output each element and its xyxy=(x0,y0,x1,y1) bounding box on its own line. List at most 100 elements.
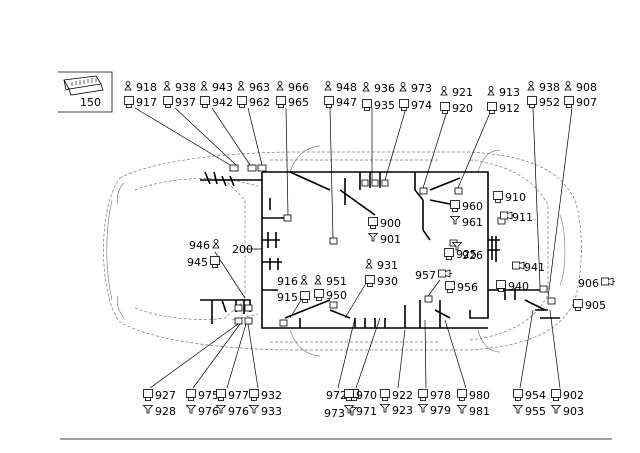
callout-number: 961 xyxy=(462,216,483,229)
connector-icon xyxy=(324,96,334,108)
callout-number: 957 xyxy=(415,269,436,282)
callout-950: 950 xyxy=(314,289,347,302)
callout-number: 960 xyxy=(462,200,483,213)
callout-943: 943 xyxy=(200,81,233,94)
callout-number: 915 xyxy=(277,291,298,304)
callout-917: 917 xyxy=(124,96,157,109)
ground-terminal-icon xyxy=(124,81,132,91)
ground-terminal-icon xyxy=(314,275,322,285)
callout-number: 913 xyxy=(499,86,520,99)
callout-980: 980 xyxy=(457,389,490,402)
callout-number: 901 xyxy=(380,233,401,246)
callout-number: 906 xyxy=(578,277,599,290)
callout-962: 962 xyxy=(237,96,270,109)
callout-981: 981 xyxy=(457,405,490,418)
connector-icon xyxy=(527,96,537,108)
callout-number: 907 xyxy=(576,96,597,109)
pin-icon xyxy=(143,405,153,414)
callout-921: 921 xyxy=(440,86,473,99)
callout-900: 900 xyxy=(368,217,401,230)
callout-938: 938 xyxy=(527,81,560,94)
callout-952: 952 xyxy=(527,96,560,109)
callout-number: 937 xyxy=(175,96,196,109)
callout-number: 938 xyxy=(539,81,560,94)
connector-icon xyxy=(444,248,454,260)
connector-icon xyxy=(573,299,583,311)
callout-906: 906 xyxy=(578,277,616,290)
callout-number: 976 xyxy=(198,405,219,418)
connector-icon xyxy=(276,96,286,108)
callout-972: 972 xyxy=(326,389,359,402)
pin-icon xyxy=(186,405,196,414)
callout-971: 971 xyxy=(344,405,377,418)
connector-icon xyxy=(368,217,378,229)
callout-number: 938 xyxy=(175,81,196,94)
callout-number: 940 xyxy=(508,280,529,293)
connector-icon xyxy=(300,291,310,303)
callout-number: 962 xyxy=(249,96,270,109)
callout-number: 942 xyxy=(212,96,233,109)
callout-960: 960 xyxy=(450,200,483,213)
connector-icon xyxy=(362,99,372,111)
pin-icon xyxy=(450,216,460,225)
ground-terminal-icon xyxy=(440,86,448,96)
callout-966: 966 xyxy=(276,81,309,94)
callout-number: 921 xyxy=(452,86,473,99)
connector-icon xyxy=(314,289,324,301)
callout-976: 976 xyxy=(186,405,219,418)
connector-icon xyxy=(200,96,210,108)
connector-icon xyxy=(124,96,134,108)
callout-number: 966 xyxy=(288,81,309,94)
connector-icon xyxy=(237,96,247,108)
pin-icon xyxy=(380,404,390,413)
callout-number: 972 xyxy=(326,389,347,402)
callout-910: 910 xyxy=(493,191,526,204)
callout-number: 930 xyxy=(377,275,398,288)
callout-902: 902 xyxy=(551,389,584,402)
callout-915: 915 xyxy=(277,291,310,304)
callout-978: 978 xyxy=(418,389,451,402)
callout-946: 946 xyxy=(189,239,220,252)
ground-terminal-icon xyxy=(212,239,220,249)
callout-948: 948 xyxy=(324,81,357,94)
callout-number: 927 xyxy=(155,389,176,402)
callout-916: 916 xyxy=(277,275,308,288)
callout-labels: 9189179389379439429639629669659489479369… xyxy=(124,81,616,420)
callout-903: 903 xyxy=(551,405,584,418)
leader-lines xyxy=(134,107,573,389)
harness-label-200: 200 xyxy=(232,243,253,256)
pin-icon xyxy=(249,405,259,414)
callout-973: 973 xyxy=(324,407,357,420)
callout-number: 947 xyxy=(336,96,357,109)
callout-number: 935 xyxy=(374,99,395,112)
callout-number: 943 xyxy=(212,81,233,94)
callout-957: 957 xyxy=(415,269,453,282)
callout-number: 911 xyxy=(512,211,533,224)
ground-terminal-icon xyxy=(487,86,495,96)
callout-947: 947 xyxy=(324,96,357,109)
connector-icon xyxy=(450,200,460,212)
callout-975: 975 xyxy=(186,389,219,402)
callout-928: 928 xyxy=(143,405,176,418)
callout-number: 917 xyxy=(136,96,157,109)
wiring-harness xyxy=(200,164,560,329)
callout-973: 973 xyxy=(399,82,432,95)
callout-970: 970 xyxy=(344,389,377,402)
connector-icon xyxy=(445,281,455,293)
connector-icon xyxy=(143,389,153,401)
callout-number: 922 xyxy=(392,389,413,402)
connector-icon xyxy=(487,102,497,114)
connector-icon xyxy=(457,389,467,401)
callout-number: 954 xyxy=(525,389,546,402)
callout-number: 902 xyxy=(563,389,584,402)
connector-icon xyxy=(564,96,574,108)
callout-961: 961 xyxy=(450,216,483,229)
callout-979: 979 xyxy=(418,404,451,417)
ground-terminal-icon xyxy=(163,81,171,91)
callout-number: 903 xyxy=(563,405,584,418)
callout-918: 918 xyxy=(124,81,157,94)
callout-number: 950 xyxy=(326,289,347,302)
callout-913: 913 xyxy=(487,86,520,99)
callout-number: 963 xyxy=(249,81,270,94)
